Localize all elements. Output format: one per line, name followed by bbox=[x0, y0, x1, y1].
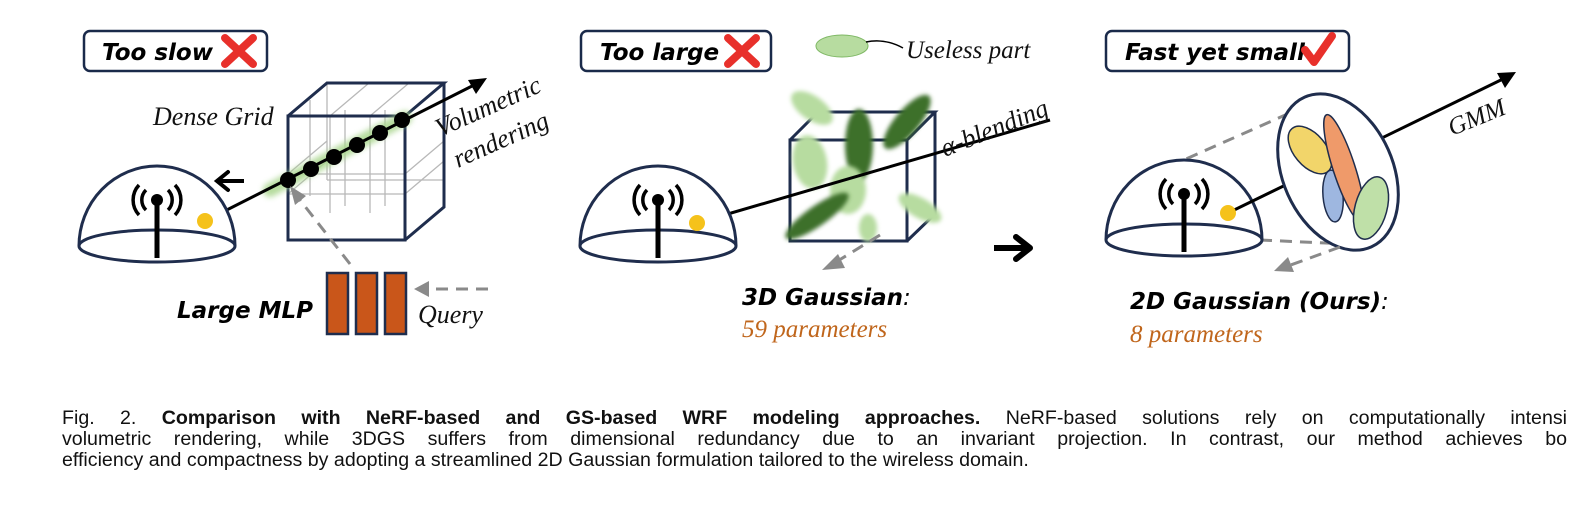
arrow-right-icon bbox=[994, 234, 1033, 262]
antenna-icon bbox=[131, 183, 183, 258]
panel-nerf: Too slow Dense Grid Volumetric rendering bbox=[77, 29, 553, 336]
cross-icon bbox=[724, 34, 760, 68]
transmitter-dot bbox=[197, 213, 213, 229]
caption-line-1: Fig. 2. Comparison with NeRF-based and G… bbox=[62, 408, 1567, 429]
receiver-dome bbox=[578, 164, 738, 264]
cross-icon bbox=[221, 34, 257, 68]
check-icon bbox=[1301, 32, 1336, 66]
useless-part-swatch bbox=[815, 34, 869, 58]
query-label: Query bbox=[418, 300, 483, 329]
gmm-label: GMM bbox=[1444, 94, 1511, 142]
arrow-right-icon bbox=[468, 78, 487, 94]
useless-part-label: Useless part bbox=[906, 37, 1031, 64]
gaussian-blobs bbox=[785, 91, 942, 242]
panel-title: Fast yet small bbox=[1125, 40, 1306, 66]
transmitter-dot bbox=[689, 215, 705, 231]
dense-grid-label: Dense Grid bbox=[152, 102, 275, 131]
large-mlp-label: Large MLP bbox=[177, 298, 313, 324]
caption-line-3: efficiency and compactness by adopting a… bbox=[62, 449, 1029, 471]
arrow-right-icon bbox=[1497, 72, 1516, 88]
title-box-too-large: Too large bbox=[579, 29, 773, 73]
caption-text-1: NeRF-based solutions rely on computation… bbox=[1005, 408, 1567, 429]
ray-line bbox=[204, 80, 481, 223]
mlp-blocks bbox=[325, 271, 408, 336]
figure-caption: Fig. 2. Comparison with NeRF-based and G… bbox=[62, 408, 1567, 471]
title-box-fast-yet-small: Fast yet small bbox=[1104, 29, 1351, 73]
figure-number: Fig. 2. bbox=[62, 408, 137, 429]
receiver-dome bbox=[1104, 158, 1264, 258]
query-to-grid-arrow bbox=[298, 199, 352, 265]
panel-title: Too large bbox=[600, 40, 719, 66]
receiver-dome bbox=[77, 164, 237, 264]
ray-line bbox=[696, 118, 1051, 225]
gaussian-2d-label: 2D Gaussian (Ours): bbox=[1130, 289, 1389, 315]
params-59-label: 59 parameters bbox=[742, 316, 887, 343]
params-8-label: 8 parameters bbox=[1130, 321, 1263, 348]
alpha-blending-label: α-blending bbox=[936, 93, 1052, 162]
title-box-too-slow: Too slow bbox=[82, 29, 269, 73]
comparison-figure: Too slow Dense Grid Volumetric rendering bbox=[77, 29, 1516, 348]
caption-bold-title: Comparison with NeRF-based and GS-based … bbox=[161, 408, 981, 429]
gaussian-callout-arrow bbox=[1287, 245, 1341, 268]
panel-title: Too slow bbox=[102, 40, 214, 66]
caption-line-2: volumetric rendering, while 3DGS suffers… bbox=[62, 428, 1567, 450]
arrow-left-icon bbox=[213, 170, 244, 192]
panel-2dgs: Fast yet small bbox=[1104, 29, 1516, 348]
antenna-icon bbox=[1158, 177, 1210, 252]
transmitter-dot bbox=[1220, 205, 1236, 221]
antenna-icon bbox=[632, 183, 684, 258]
sample-points bbox=[280, 112, 410, 188]
gaussian-2d-plane bbox=[1276, 92, 1400, 252]
panel-3dgs: Too large Useless part α-blending bbox=[578, 29, 1052, 343]
gaussian-3d-label: 3D Gaussian: bbox=[742, 285, 911, 311]
gaussian-callout-arrow bbox=[835, 233, 881, 264]
